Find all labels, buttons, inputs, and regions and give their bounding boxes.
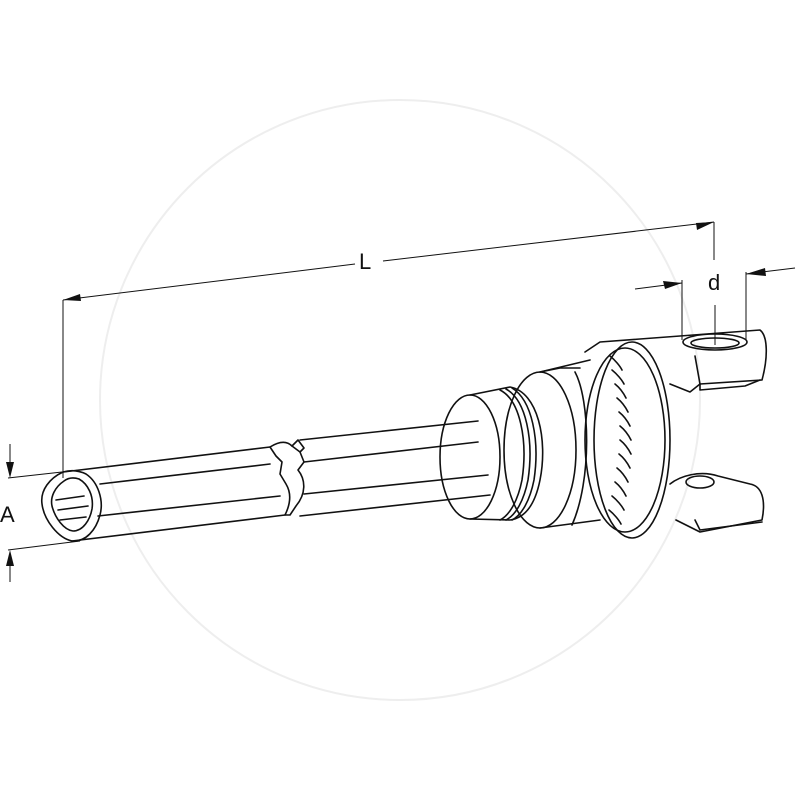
guard-bearing xyxy=(439,359,601,529)
label-A: A xyxy=(0,502,15,527)
coupling-clip xyxy=(269,439,305,516)
dimension-L xyxy=(62,221,715,478)
yoke-sleeve xyxy=(539,341,671,539)
dimension-A xyxy=(6,444,81,582)
dimension-d xyxy=(634,267,796,345)
profile-tube xyxy=(40,446,286,542)
inner-shaft xyxy=(299,420,491,517)
label-d: d xyxy=(708,270,721,295)
watermark xyxy=(99,99,701,701)
yoke-ears xyxy=(584,329,768,533)
label-L: L xyxy=(359,249,372,274)
